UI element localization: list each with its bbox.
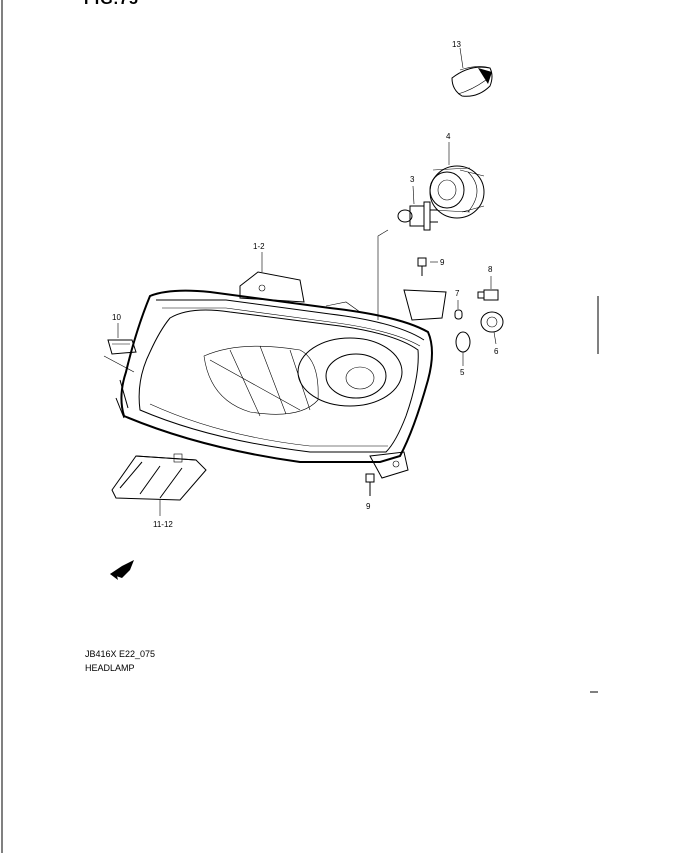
callout-8: 8 [488, 265, 493, 274]
callout-5: 5 [460, 368, 465, 377]
callout-7: 7 [455, 289, 460, 298]
part-3-bulb [397, 185, 438, 231]
part-5-bulb [455, 331, 471, 366]
part-9-screw-lower [365, 473, 375, 496]
figure-code: JB416X E22_075 [85, 649, 156, 659]
part-1-2-headlamp-housing [115, 252, 447, 479]
part-8-socket [477, 276, 499, 301]
callout-3: 3 [410, 175, 415, 184]
figure-name: HEADLAMP [85, 663, 135, 673]
part-4-socket-cover [429, 142, 485, 219]
callout-9-lower: 9 [366, 502, 371, 511]
callout-1-2: 1-2 [253, 242, 265, 251]
part-11-12-deflector [111, 453, 207, 516]
part-13-cap [451, 47, 493, 97]
part-6-holder [480, 311, 504, 345]
callout-9-upper: 9 [440, 258, 445, 267]
callout-13: 13 [452, 40, 461, 49]
callout-4: 4 [446, 132, 451, 141]
part-10-clip [103, 323, 137, 373]
part-7-small-bulb [454, 300, 463, 320]
callout-10: 10 [112, 313, 121, 322]
part-9-screw-upper [417, 257, 438, 276]
callout-6: 6 [494, 347, 499, 356]
figure-title: FIG.75 [84, 0, 139, 9]
forward-arrow-icon [110, 560, 134, 580]
callout-11-12: 11-12 [153, 520, 173, 529]
